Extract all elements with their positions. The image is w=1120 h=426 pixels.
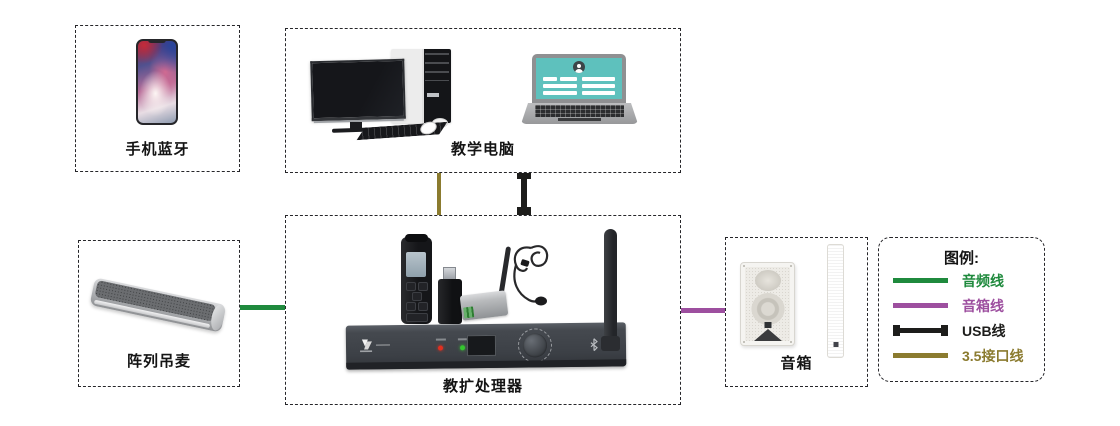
smartphone-notch xyxy=(148,39,166,43)
screw xyxy=(743,265,745,267)
aux-cable-swatch xyxy=(893,353,948,358)
laptop-spacebar xyxy=(558,118,601,121)
teaching-computer-label: 教学电脑 xyxy=(450,141,515,158)
speaker-cable-label: 音箱线 xyxy=(962,297,1004,314)
tower-buttons xyxy=(427,93,439,97)
screw xyxy=(790,265,792,267)
antenna-hinge xyxy=(601,336,620,351)
headset-mic-icon xyxy=(513,245,549,306)
user-avatar-icon xyxy=(573,61,585,73)
smartphone-icon xyxy=(136,39,178,125)
smartphone-screen xyxy=(138,41,176,123)
bluetooth-antenna-icon xyxy=(604,229,617,341)
legend-item-aux-cable: 3.5接口线 xyxy=(879,343,1044,368)
column-speaker-logo xyxy=(833,342,838,347)
mic-button xyxy=(418,282,428,291)
wireless-transmitter-icon xyxy=(459,290,509,321)
laptop-ui-bar xyxy=(582,77,615,81)
unit-display xyxy=(466,334,497,357)
handheld-mic-screen xyxy=(406,252,426,277)
mic-button xyxy=(406,282,416,291)
node-phone-bluetooth: 手机蓝牙 xyxy=(75,25,240,172)
node-speaker: 音箱 xyxy=(725,237,868,387)
screw xyxy=(743,341,745,343)
laptop-icon xyxy=(532,54,626,103)
aux-cable-label: 3.5接口线 xyxy=(962,347,1024,364)
mic-button xyxy=(412,292,422,301)
legend-item-audio-cable: 音频线 xyxy=(879,268,1044,293)
aux-35mm-cable-line xyxy=(437,172,441,216)
speaker-tweeter xyxy=(754,270,781,291)
usb-dongle-icon xyxy=(438,279,462,324)
processor-label: 教扩处理器 xyxy=(442,378,523,395)
usb-plug-top-icon xyxy=(517,170,531,179)
laptop-ui-bar xyxy=(582,84,615,88)
array-microphone-icon xyxy=(89,277,227,333)
speaker-cable-line xyxy=(681,308,727,313)
screw xyxy=(790,341,792,343)
legend: 图例: 音频线 音箱线 USB线 3.5接口线 xyxy=(878,237,1045,382)
column-speaker-icon xyxy=(827,244,844,358)
tower-drive-bays xyxy=(424,53,449,81)
node-processor: 教扩处理器 xyxy=(285,215,681,405)
processor-unit-icon xyxy=(345,322,627,370)
signal-led xyxy=(459,345,466,351)
legend-item-usb-cable: USB线 xyxy=(879,318,1044,343)
bluetooth-icon xyxy=(590,338,598,352)
laptop-screen xyxy=(536,58,622,99)
laptop-ui-bar xyxy=(543,77,557,81)
speaker-woofer xyxy=(751,293,784,325)
legend-item-speaker-cable: 音箱线 xyxy=(879,293,1044,318)
usb-swatch-plug-right xyxy=(941,325,948,336)
phone-bluetooth-label: 手机蓝牙 xyxy=(125,141,190,158)
unit-base xyxy=(346,359,627,370)
brand-logo xyxy=(360,339,390,353)
laptop-ui-bar xyxy=(543,91,577,95)
speaker-label: 音箱 xyxy=(780,355,813,372)
desktop-monitor-icon xyxy=(310,58,406,124)
laptop-ui-bar xyxy=(543,84,577,88)
mic-button xyxy=(406,313,428,322)
usb-plug-bottom-icon xyxy=(517,207,531,216)
usb-cable-line xyxy=(521,173,527,215)
node-array-mic: 阵列吊麦 xyxy=(78,240,240,387)
usb-swatch-line xyxy=(893,328,948,333)
speaker-wedge xyxy=(753,329,782,341)
speaker-cable-swatch xyxy=(893,303,948,308)
audio-cable-label: 音频线 xyxy=(962,272,1004,289)
volume-knob-ring xyxy=(517,328,553,363)
usb-cable-swatch xyxy=(893,325,948,336)
array-mic-label: 阵列吊麦 xyxy=(126,353,191,370)
volume-knob xyxy=(522,333,548,358)
laptop-keyboard xyxy=(521,103,638,124)
transmitter-terminal xyxy=(463,306,475,319)
node-teaching-computer: 教学电脑 xyxy=(285,28,681,173)
led-label xyxy=(435,338,446,341)
audio-cable-swatch xyxy=(893,278,948,283)
wall-speaker-icon xyxy=(740,262,795,346)
laptop-ui-bar xyxy=(560,77,577,81)
mic-button xyxy=(418,302,428,311)
laptop-ui-bar xyxy=(582,91,615,95)
legend-title: 图例: xyxy=(944,250,979,267)
handheld-mic-icon xyxy=(401,234,432,324)
monitor-stand xyxy=(350,122,362,129)
speaker-logo xyxy=(764,322,771,328)
laptop-keys xyxy=(535,105,624,117)
handheld-mic-head xyxy=(405,234,428,242)
mic-button xyxy=(406,302,416,311)
power-led xyxy=(437,345,444,351)
usb-cable-label: USB线 xyxy=(962,322,1006,339)
audio-cable-line xyxy=(239,305,286,310)
